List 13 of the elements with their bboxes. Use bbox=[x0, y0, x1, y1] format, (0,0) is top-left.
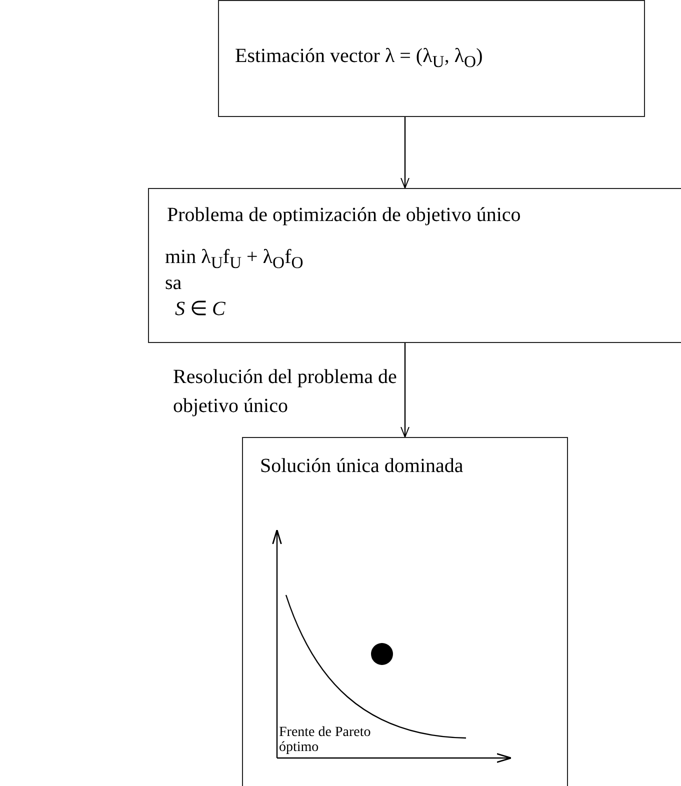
box-title: Estimación vector λ = (λ$_{U}$, λ$_{O}$) bbox=[235, 44, 483, 72]
arrow bbox=[400, 117, 410, 188]
box-title: Problema de optimización de objetivo único bbox=[167, 203, 521, 227]
formula-text: S ∈ C bbox=[175, 297, 226, 321]
formula-text: min λ$_{U}$f$_{U}$ + λ$_{O}$f$_{O}$ bbox=[165, 245, 304, 273]
curve-label: Frente de Pareto óptimo bbox=[279, 725, 372, 756]
process-box bbox=[218, 0, 645, 117]
edge-label: Resolución del problema de objetivo único bbox=[173, 365, 398, 419]
process-box bbox=[242, 437, 568, 786]
constraint-label: sa bbox=[165, 271, 182, 295]
process-box bbox=[148, 188, 681, 343]
arrow bbox=[400, 343, 410, 438]
box-title: Solución única dominada bbox=[260, 454, 464, 478]
